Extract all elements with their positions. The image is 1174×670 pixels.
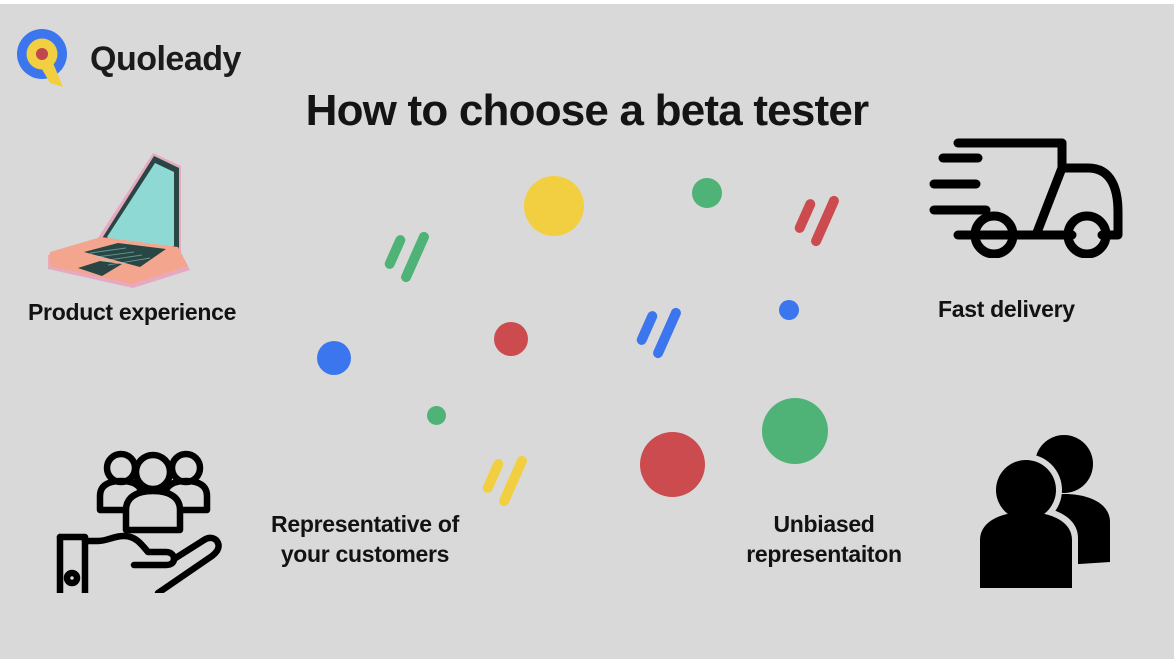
yellow-double-slash <box>481 450 544 520</box>
blue-circle-medium <box>317 341 351 375</box>
laptop-icon <box>38 142 210 292</box>
delivery-truck-icon <box>916 128 1142 259</box>
green-circle-tiny <box>427 406 446 425</box>
yellow-double-slash-stroke-short <box>481 457 505 495</box>
hand-holding-people-icon-art <box>56 450 222 597</box>
red-circle-small <box>494 322 528 356</box>
green-double-slash <box>383 226 446 296</box>
two-people-icon-art <box>974 435 1110 590</box>
label-fast-delivery: Fast delivery <box>938 296 1075 322</box>
page-title: How to choose a beta tester <box>305 86 870 135</box>
yellow-circle-large <box>524 176 584 236</box>
red-circle-large <box>640 432 705 497</box>
laptop-icon-art <box>48 153 190 288</box>
blue-double-slash <box>635 302 698 372</box>
red-double-slash-stroke-short <box>793 197 817 235</box>
delivery-truck-icon-art <box>929 138 1123 259</box>
label-representative-of-your-customers: Representative of your customers <box>271 511 459 568</box>
green-circle-large <box>762 398 828 464</box>
infographic-canvas: Quoleady How to choose a beta tester <box>0 4 1174 659</box>
blue-double-slash-stroke-short <box>635 309 659 347</box>
brand-logo: Quoleady <box>14 28 241 90</box>
two-people-icon <box>966 428 1126 598</box>
brand-name: Quoleady <box>90 39 241 78</box>
quoleady-magnifier-logo-icon <box>17 29 67 87</box>
label-unbiased-representaiton: Unbiased representaiton <box>746 511 902 568</box>
label-product-experience: Product experience <box>28 299 237 325</box>
green-circle-small <box>692 178 722 208</box>
red-double-slash <box>793 190 856 260</box>
blue-circle-tiny <box>779 300 799 320</box>
hand-holding-people-icon <box>38 448 238 597</box>
green-double-slash-stroke-short <box>383 233 407 271</box>
